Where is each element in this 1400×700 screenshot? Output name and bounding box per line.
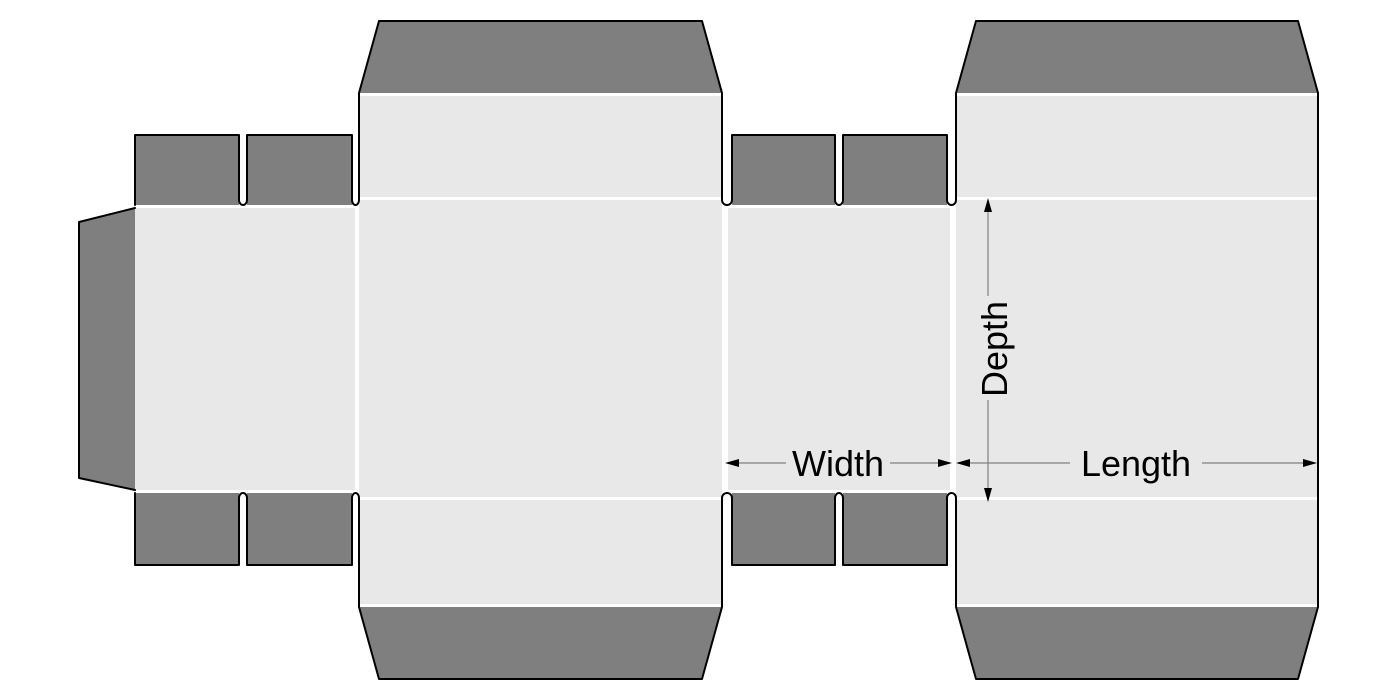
dust-flap-top-left-2	[247, 135, 352, 205]
width-arrowhead-right	[938, 459, 952, 467]
dust-flap-top-right-1	[732, 135, 835, 205]
panel-fills	[79, 21, 1318, 679]
glue-area-top-back	[956, 21, 1318, 93]
top-band-cut	[134, 20, 1319, 608]
major-flap-top-back	[956, 96, 1318, 197]
major-flap-top-front	[359, 96, 722, 197]
dust-flap-top-left-1	[135, 135, 239, 205]
width-arrowhead-left	[725, 459, 739, 467]
length-arrowhead-right	[1303, 459, 1317, 467]
glue-flap-cut	[78, 207, 136, 491]
length-dimension: Length	[956, 443, 1317, 484]
side-panel-right	[728, 208, 950, 490]
glue-area-bottom-back	[956, 607, 1318, 679]
dust-flap-bottom-right-1	[732, 493, 835, 565]
depth-label: Depth	[974, 301, 1015, 397]
dust-flap-bottom-right-2	[843, 493, 947, 565]
cut-lines	[78, 20, 1319, 680]
major-flap-bottom-back	[956, 500, 1318, 604]
front-panel	[359, 200, 722, 497]
bottom-band-cut	[134, 492, 1319, 680]
back-panel	[956, 200, 1318, 497]
width-dimension: Width	[725, 443, 952, 484]
glue-flap	[79, 208, 135, 490]
length-arrowhead-left	[956, 459, 970, 467]
length-label: Length	[1081, 443, 1191, 484]
dust-flap-bottom-left-1	[135, 493, 239, 565]
depth-arrowhead-up	[984, 198, 992, 212]
depth-arrowhead-down	[984, 488, 992, 502]
glue-area-bottom-front	[359, 607, 722, 679]
dust-flap-bottom-left-2	[247, 493, 352, 565]
major-flap-bottom-front	[359, 500, 722, 604]
side-panel-left	[135, 208, 355, 490]
width-label: Width	[792, 443, 884, 484]
dust-flap-top-right-2	[843, 135, 947, 205]
glue-area-top-front	[359, 21, 722, 93]
depth-dimension: Depth	[974, 198, 1015, 502]
dimension-annotations: Width Length Depth	[725, 198, 1317, 502]
